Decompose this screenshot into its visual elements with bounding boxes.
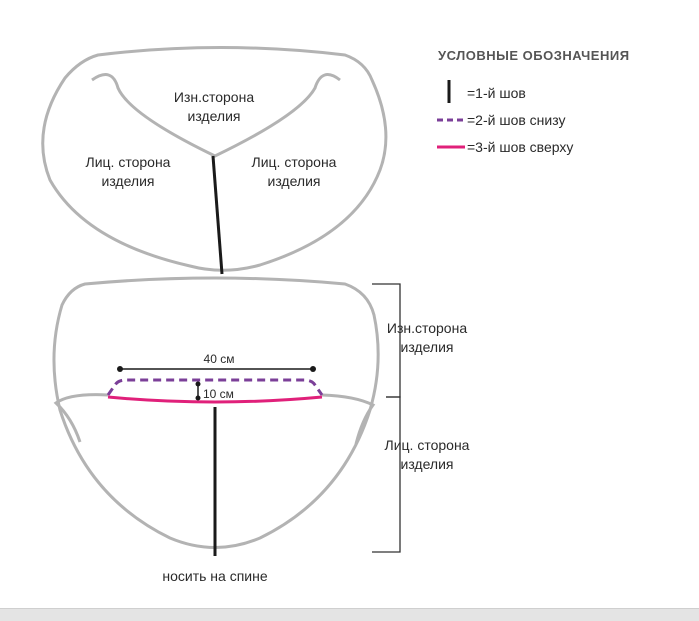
- legend-seam3-label: =3-й шов сверху: [467, 139, 573, 155]
- right-wrong-side-label-2: изделия: [401, 339, 454, 355]
- bottom-border-strip: [0, 608, 699, 621]
- lower-bracket: [372, 396, 401, 553]
- legend-seam1-label: =1-й шов: [467, 85, 526, 101]
- top-left-face-label-1: Лиц. сторона: [86, 154, 171, 170]
- top-right-face-label-1: Лиц. сторона: [252, 154, 337, 170]
- legend-title: УСЛОВНЫЕ ОБОЗНАЧЕНИЯ: [438, 48, 630, 63]
- bottom-left-tab: [53, 393, 109, 443]
- right-wrong-side-label-1: Изн.сторона: [387, 320, 467, 336]
- seam2-dashed: [106, 378, 324, 396]
- bottom-right-tab: [321, 393, 376, 445]
- width-dimension-label: 40 см: [204, 352, 235, 366]
- top-collar-curve: [91, 73, 341, 158]
- height-dimension-bottom-dot: [195, 395, 201, 401]
- seam3-solid: [107, 395, 323, 404]
- legend-seam2-label: =2-й шов снизу: [467, 112, 566, 128]
- bottom-piece: 40 см 10 см носить на спине: [52, 276, 380, 584]
- right-face-label-2: изделия: [401, 456, 454, 472]
- height-dimension-label: 10 см: [203, 387, 234, 401]
- bottom-caption: носить на спине: [162, 568, 267, 584]
- width-dimension-right-dot: [310, 366, 316, 372]
- top-piece: Изн.сторона изделия Лиц. сторона изделия…: [41, 46, 388, 275]
- top-wrong-side-label-2: изделия: [188, 108, 241, 124]
- top-wrong-side-label-1: Изн.сторона: [174, 89, 254, 105]
- width-dimension-left-dot: [117, 366, 123, 372]
- legend: УСЛОВНЫЕ ОБОЗНАЧЕНИЯ =1-й шов =2-й шов с…: [437, 48, 630, 155]
- right-face-label-1: Лиц. сторона: [385, 437, 470, 453]
- height-dimension-top-dot: [195, 381, 201, 387]
- top-left-face-label-2: изделия: [102, 173, 155, 189]
- seam1-top: [211, 155, 224, 275]
- side-labels: Изн.сторона изделия Лиц. сторона изделия: [372, 283, 470, 553]
- top-right-face-label-2: изделия: [268, 173, 321, 189]
